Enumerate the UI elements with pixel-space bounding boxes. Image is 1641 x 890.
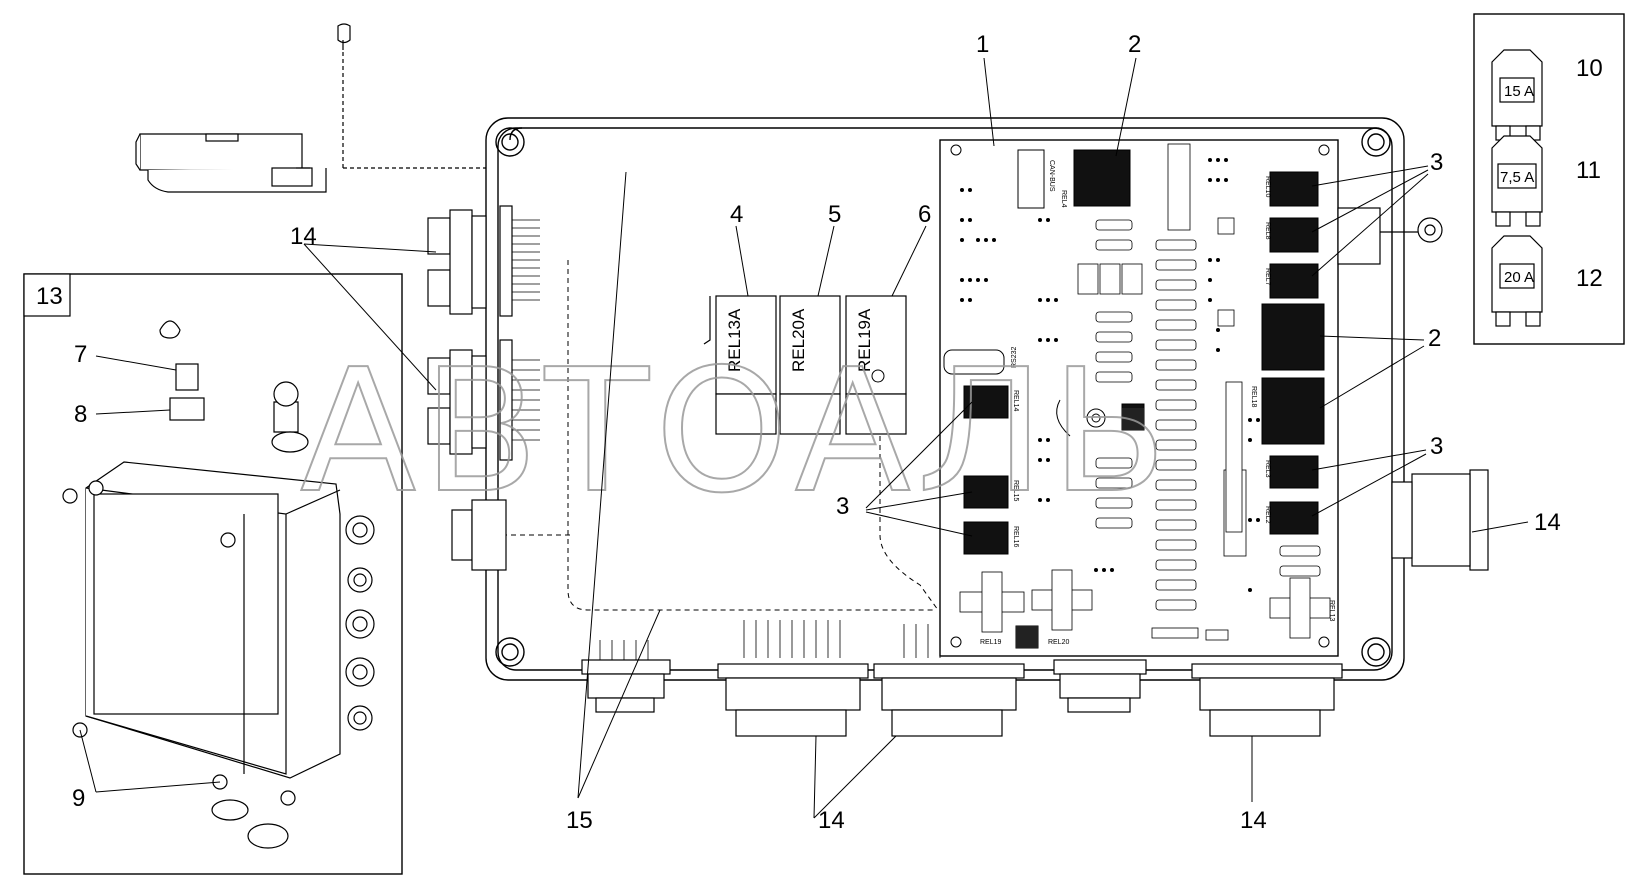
callout-11: 11 bbox=[1576, 157, 1601, 184]
relay-rel19a: REL19A bbox=[845, 295, 907, 435]
callout-4: 4 bbox=[730, 201, 743, 228]
relay-label-rel19a: REL19A bbox=[855, 308, 874, 372]
callout-9: 9 bbox=[72, 785, 85, 812]
inset-13: 13 bbox=[23, 273, 403, 875]
relay-label-rel13a: REL13A bbox=[725, 308, 744, 372]
relay-rel13a: REL13A bbox=[703, 295, 777, 435]
circuit-board: CAN-BUS RS232 bbox=[939, 139, 1339, 657]
callout-7: 7 bbox=[74, 341, 87, 368]
fuse-rating-20a: 20 A bbox=[1504, 269, 1534, 286]
fuse-7-5a bbox=[1491, 135, 1543, 227]
rel3-label: REL3 bbox=[1264, 460, 1271, 478]
rel2-label: REL2 bbox=[1264, 506, 1271, 524]
relay-rel20a: REL20A bbox=[779, 295, 841, 435]
relay-label-rel20a: REL20A bbox=[789, 308, 808, 372]
rel4-label: REL4 bbox=[1060, 190, 1067, 208]
fuse-legend: 15 A 7,5 A 20 A 10 11 12 bbox=[1473, 13, 1625, 345]
fuse-rating-7-5a: 7,5 A bbox=[1500, 169, 1534, 186]
rs232-label: RS232 bbox=[1011, 346, 1018, 368]
rel10-label: REL10 bbox=[1264, 176, 1271, 198]
relay-group: REL13A REL20A REL19A bbox=[703, 295, 907, 435]
pcb-connectors bbox=[959, 569, 1331, 641]
callout-3-right-top: 3 bbox=[1430, 149, 1443, 176]
leader-lines bbox=[79, 57, 1529, 819]
callout-8: 8 bbox=[74, 401, 87, 428]
rel16-label: REL16 bbox=[1012, 526, 1019, 548]
callout-14-upper-left: 14 bbox=[290, 223, 317, 250]
callout-5: 5 bbox=[828, 201, 841, 228]
rel18-label: REL18 bbox=[1250, 386, 1257, 408]
fuse-20a bbox=[1491, 235, 1543, 327]
top-connector-assembly bbox=[135, 23, 940, 193]
callout-2-right: 2 bbox=[1428, 325, 1441, 352]
rel13-label: REL13 bbox=[1328, 600, 1335, 622]
callout-14-bottom-right: 14 bbox=[1240, 807, 1267, 834]
relay-sockets bbox=[1077, 143, 1247, 557]
callout-1: 1 bbox=[976, 31, 989, 58]
callout-6: 6 bbox=[918, 201, 931, 228]
rel15-label: REL15 bbox=[1012, 480, 1019, 502]
power-relays bbox=[1073, 149, 1325, 445]
callout-10: 10 bbox=[1576, 55, 1603, 82]
callout-12: 12 bbox=[1576, 265, 1603, 292]
watermark: АВТОАЛЬ bbox=[300, 333, 1173, 531]
rel8-label: REL8 bbox=[1264, 222, 1271, 240]
left-cable-glands bbox=[427, 205, 540, 571]
callout-3-left: 3 bbox=[836, 493, 849, 520]
callout-14-right: 14 bbox=[1534, 509, 1561, 536]
rel19-label: REL19 bbox=[980, 639, 1002, 646]
fuse-blocks bbox=[1095, 219, 1321, 611]
rel14-label: REL14 bbox=[1012, 390, 1019, 412]
can-bus-label: CAN-BUS bbox=[1048, 160, 1055, 192]
callout-labels: 1 2 3 2 3 3 4 5 6 7 8 9 14 14 14 14 15 bbox=[72, 31, 1561, 834]
rel7-label: REL7 bbox=[1264, 268, 1271, 286]
fuse-rating-15a: 15 A bbox=[1504, 83, 1534, 100]
callout-2-top: 2 bbox=[1128, 31, 1141, 58]
callout-13: 13 bbox=[36, 283, 63, 310]
rel20-label: REL20 bbox=[1048, 639, 1070, 646]
bottom-cable-glands bbox=[581, 469, 1489, 737]
fuse-15a bbox=[1491, 49, 1543, 141]
pcb-solder-pads bbox=[960, 158, 1260, 592]
callout-3-right-mid: 3 bbox=[1430, 433, 1443, 460]
callout-15: 15 bbox=[566, 807, 593, 834]
right-side-clip bbox=[1337, 207, 1443, 265]
callout-14-bottom-mid: 14 bbox=[818, 807, 845, 834]
